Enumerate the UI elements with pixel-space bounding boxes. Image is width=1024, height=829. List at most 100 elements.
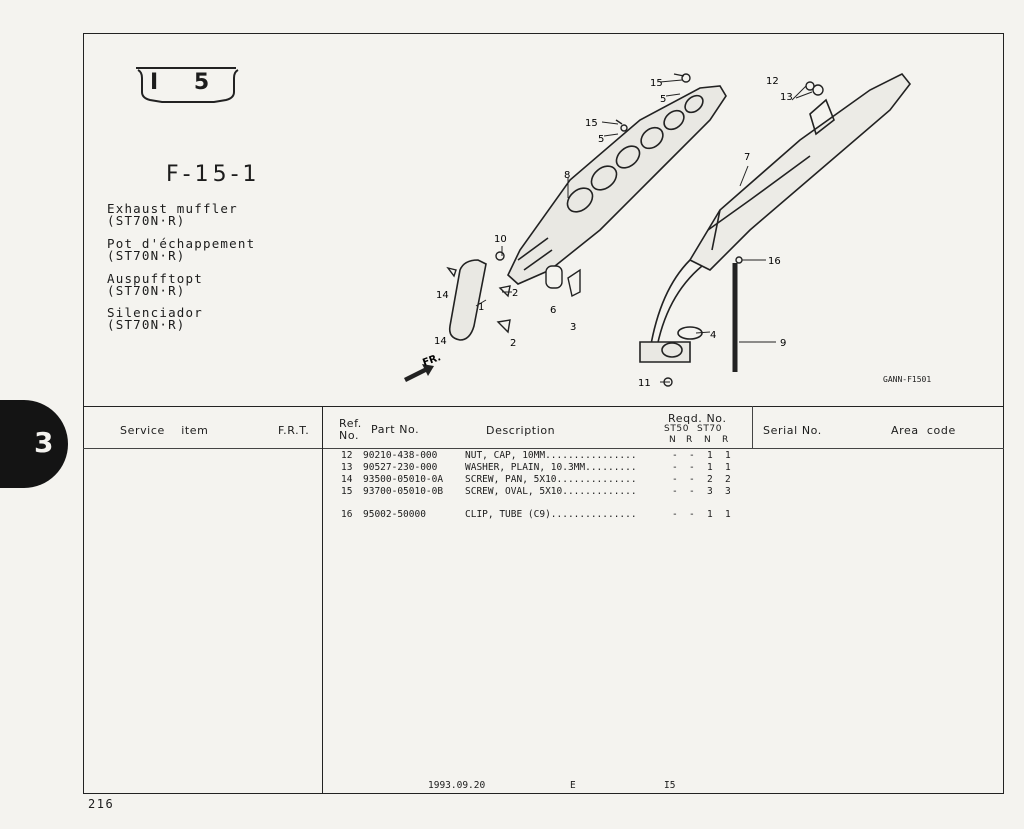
figure-badge-shape <box>136 67 239 103</box>
title-name: Auspufftopt <box>107 271 203 286</box>
row-qty-st50-r: - <box>689 486 695 497</box>
callout-11: 11 <box>638 378 651 389</box>
callout-10: 10 <box>494 234 507 245</box>
callout-16: 16 <box>768 256 781 267</box>
callout-7: 7 <box>744 152 750 163</box>
row-qty-st70-n: 3 <box>707 486 713 497</box>
callout-4: 4 <box>710 330 716 341</box>
table-row: 12 90210-438-000 NUT, CAP, 10MM.........… <box>341 450 731 538</box>
row-ref: 15 <box>341 486 353 497</box>
title-name: Exhaust muffler <box>107 201 238 216</box>
table-top-rule <box>83 406 1004 407</box>
row-description: SCREW, PAN, 5X10.............. <box>465 474 637 485</box>
row-qty-st50-n: - <box>672 486 678 497</box>
bracket-part <box>448 259 487 341</box>
row-qty-st50-n: - <box>672 450 678 461</box>
row-qty-st70-r: 1 <box>725 462 731 473</box>
muffler-body-part <box>639 72 912 363</box>
callout-6: 6 <box>550 305 556 316</box>
footer-date: 1993.09.20 <box>428 780 486 791</box>
row-qty-st70-n: 2 <box>707 474 713 485</box>
row-ref: 13 <box>341 462 353 473</box>
title-model: (ST70N·R) <box>107 213 186 228</box>
row-qty-st70-r: 1 <box>725 450 731 461</box>
figure-code: F-15-1 <box>166 162 261 187</box>
row-ref: 14 <box>341 474 353 485</box>
row-qty-st70-r: 2 <box>725 474 731 485</box>
row-qty-st50-r: - <box>689 450 695 461</box>
header-st50: ST50 <box>664 424 690 434</box>
front-arrow-icon: FR. <box>404 352 442 382</box>
row-part-no: 93500-05010-0A <box>363 474 444 485</box>
header-r1: R <box>686 435 693 445</box>
row-ref: 16 <box>341 509 353 520</box>
callout-2a: 2 <box>512 288 518 299</box>
header-n1: N <box>669 435 677 445</box>
table-header-divider <box>752 406 753 448</box>
header-ref-line2: No. <box>339 429 360 442</box>
title-name: Pot d'échappement <box>107 236 256 251</box>
header-area-code: Area code <box>891 424 956 437</box>
row-qty-st50-n: - <box>672 462 678 473</box>
title-english: Exhaust muffler (ST70N·R) <box>107 201 238 228</box>
callout-1: 1 <box>478 302 484 313</box>
header-description: Description <box>486 424 556 437</box>
table-header-rule <box>83 448 1004 449</box>
row-ref: 12 <box>341 450 353 461</box>
page-number: 216 <box>88 797 115 811</box>
row-part-no: 90210-438-000 <box>363 450 438 461</box>
header-service-item: Service item <box>120 424 209 437</box>
title-name: Silenciador <box>107 305 203 320</box>
table-row: 14 93500-05010-0A SCREW, PAN, 5X10......… <box>341 474 731 562</box>
row-description: SCREW, OVAL, 5X10............. <box>465 486 637 497</box>
row-qty-st70-n: 1 <box>707 462 713 473</box>
header-frt: F.R.T. <box>278 424 310 437</box>
row-qty-st70-r: 3 <box>725 486 731 497</box>
callout-14b: 14 <box>434 336 447 347</box>
figure-badge: I 5 <box>150 70 224 95</box>
header-part-no: Part No. <box>371 423 420 436</box>
header-r2: R <box>722 435 729 445</box>
callout-9: 9 <box>780 338 786 349</box>
callout-15b: 15 <box>585 118 598 129</box>
section-tab-number: 3 <box>34 426 54 459</box>
table-row: 13 90527-230-000 WASHER, PLAIN, 10.3MM..… <box>341 462 731 550</box>
row-qty-st70-n: 1 <box>707 450 713 461</box>
callout-3: 3 <box>570 322 576 333</box>
heat-shield-part <box>507 85 727 285</box>
callout-5b: 5 <box>598 134 604 145</box>
title-model: (ST70N·R) <box>107 248 186 263</box>
header-ref-line1: Ref. <box>339 417 362 430</box>
table-row: 16 95002-50000 CLIP, TUBE (C9)..........… <box>341 509 731 597</box>
row-qty-st70-r: 1 <box>725 509 731 520</box>
row-part-no: 90527-230-000 <box>363 462 438 473</box>
row-description: CLIP, TUBE (C9)............... <box>465 509 637 520</box>
hardware-parts <box>446 73 824 387</box>
callout-leaders <box>475 79 813 383</box>
title-german: Auspufftopt (ST70N·R) <box>107 271 203 297</box>
title-spanish: Silenciador (ST70N·R) <box>107 305 203 331</box>
callout-8: 8 <box>564 170 570 181</box>
callout-15a: 15 <box>650 78 663 89</box>
header-st70: ST70 <box>697 424 723 434</box>
footer-i5: I5 <box>664 780 676 791</box>
row-qty-st50-n: - <box>672 474 678 485</box>
exhaust-muffler-diagram: 15 5 15 5 8 10 14 1 2 6 3 2 14 12 13 7 1… <box>404 72 912 389</box>
row-qty-st50-r: - <box>689 474 695 485</box>
header-n2: N <box>704 435 712 445</box>
front-label: FR. <box>421 352 442 369</box>
page-frame <box>83 33 1004 794</box>
callout-2b: 2 <box>510 338 516 349</box>
row-qty-st70-n: 1 <box>707 509 713 520</box>
row-description: WASHER, PLAIN, 10.3MM......... <box>465 462 637 473</box>
footer-e: E <box>570 780 576 791</box>
callout-labels: 15 5 15 5 8 10 14 1 2 6 3 2 14 12 13 7 1… <box>434 76 793 389</box>
title-french: Pot d'échappement (ST70N·R) <box>107 236 256 263</box>
callout-14a: 14 <box>436 290 449 301</box>
table-column-divider <box>322 406 323 794</box>
header-serial-no: Serial No. <box>763 424 822 437</box>
row-qty-st50-r: - <box>689 462 695 473</box>
section-tab: 3 <box>0 400 68 488</box>
row-qty-st50-r: - <box>689 509 695 520</box>
row-part-no: 93700-05010-0B <box>363 486 444 497</box>
